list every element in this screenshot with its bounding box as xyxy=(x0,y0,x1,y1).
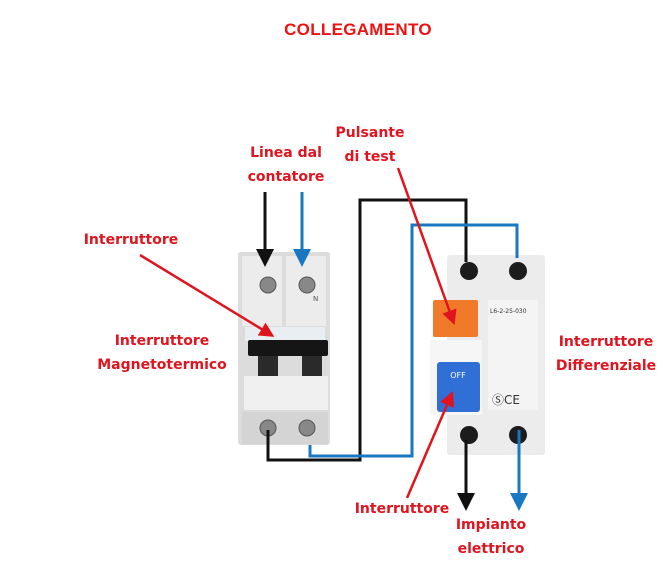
neutral-link-wire xyxy=(308,223,519,458)
svg-text:OFF: OFF xyxy=(450,371,466,380)
test-pointer-arrow xyxy=(396,167,457,326)
test-button xyxy=(433,300,478,337)
mcb-device: N xyxy=(238,252,330,445)
mcb-handle xyxy=(248,340,328,356)
svg-text:ⓈCE: ⓈCE xyxy=(492,393,520,407)
svg-text:L6-2-25-030: L6-2-25-030 xyxy=(490,308,527,315)
rcd-switch-pointer-arrow xyxy=(405,391,454,499)
diagram-title: COLLEGAMENTO xyxy=(284,20,432,39)
svg-text:N: N xyxy=(313,295,318,303)
label-switch-bottom: Interruttore xyxy=(354,501,450,517)
switch-pointer-arrow xyxy=(139,253,275,337)
label-switch-left: Interruttore xyxy=(83,232,179,248)
rcd-switch xyxy=(437,362,480,412)
phase-link-wire xyxy=(266,198,468,462)
rcd-device: OFF L6-2-25-030 ⓈCE xyxy=(430,255,545,455)
